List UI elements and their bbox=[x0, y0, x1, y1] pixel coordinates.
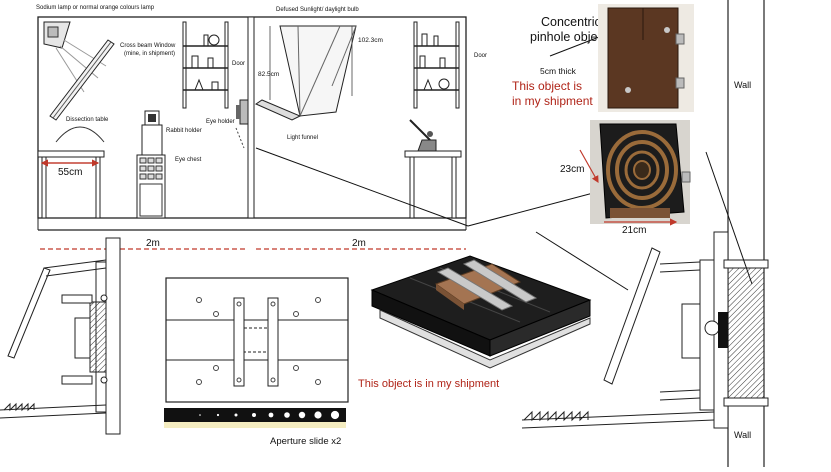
sodium-lamp bbox=[43, 21, 107, 93]
pinhole-shipment-note-2: in my shipment bbox=[512, 94, 593, 108]
lamp-label: Sodium lamp or normal orange colours lam… bbox=[36, 5, 155, 11]
cross-beam-window bbox=[49, 39, 115, 121]
pinhole-thickness-label: 5cm thick bbox=[540, 66, 577, 76]
eye-chest bbox=[136, 154, 166, 219]
wall-label-bottom: Wall bbox=[734, 430, 751, 440]
dissection-table bbox=[37, 126, 105, 219]
pinhole-object-photo-back bbox=[598, 4, 694, 112]
box-shipment-note: This object is in my shipment bbox=[358, 378, 499, 390]
dissection-table-label: Dissection table bbox=[66, 117, 109, 123]
aperture-slide-assembly bbox=[165, 277, 349, 403]
light-funnel bbox=[254, 25, 357, 121]
dimension-lines: 2m 2m bbox=[40, 238, 466, 250]
pinhole-object-photo-front bbox=[590, 120, 691, 224]
light-funnel-label: Light funnel bbox=[287, 135, 318, 141]
table-width-label: 55cm bbox=[58, 167, 82, 178]
pinhole-title-2: pinhole object bbox=[530, 30, 608, 44]
window-note: (mine, in shipment) bbox=[124, 51, 175, 57]
eye-chest-label: Eye chest bbox=[175, 157, 202, 163]
rabbit-holder bbox=[141, 110, 163, 156]
door-left-label: Door bbox=[232, 61, 245, 67]
width-left-label: 2m bbox=[146, 238, 160, 249]
left-shelf bbox=[182, 21, 229, 109]
width-right-label: 2m bbox=[352, 238, 366, 249]
pinhole-title-1: Concentric bbox=[541, 15, 601, 29]
eye-holder-top-view bbox=[0, 237, 121, 435]
eye-holder bbox=[235, 99, 249, 149]
rabbit-holder-label: Rabbit holder bbox=[166, 128, 202, 134]
pinhole-width-label: 21cm bbox=[622, 225, 646, 236]
microscope-table bbox=[404, 119, 462, 219]
aperture-slide bbox=[164, 408, 346, 428]
wall-mount-assembly bbox=[521, 151, 769, 429]
wall-label-top: Wall bbox=[734, 80, 751, 90]
door-right-label: Door bbox=[474, 53, 487, 59]
room-elevation: Sodium lamp or normal orange colours lam… bbox=[36, 5, 617, 231]
shipment-box-3d bbox=[370, 255, 592, 369]
height-label-1: 102.3cm bbox=[358, 37, 383, 44]
window-label: Cross beam Window bbox=[120, 43, 176, 49]
aperture-slide-caption: Aperture slide x2 bbox=[270, 436, 341, 447]
height-label-2: 82.5cm bbox=[258, 71, 279, 78]
pinhole-shipment-note-1: This object is bbox=[512, 79, 582, 93]
eye-holder-label: Eye holder bbox=[206, 119, 235, 125]
right-shelf bbox=[413, 21, 460, 109]
pinhole-height-label: 23cm bbox=[560, 164, 584, 175]
bulb-label: Defused Sunlight/ daylight bulb bbox=[276, 7, 359, 13]
